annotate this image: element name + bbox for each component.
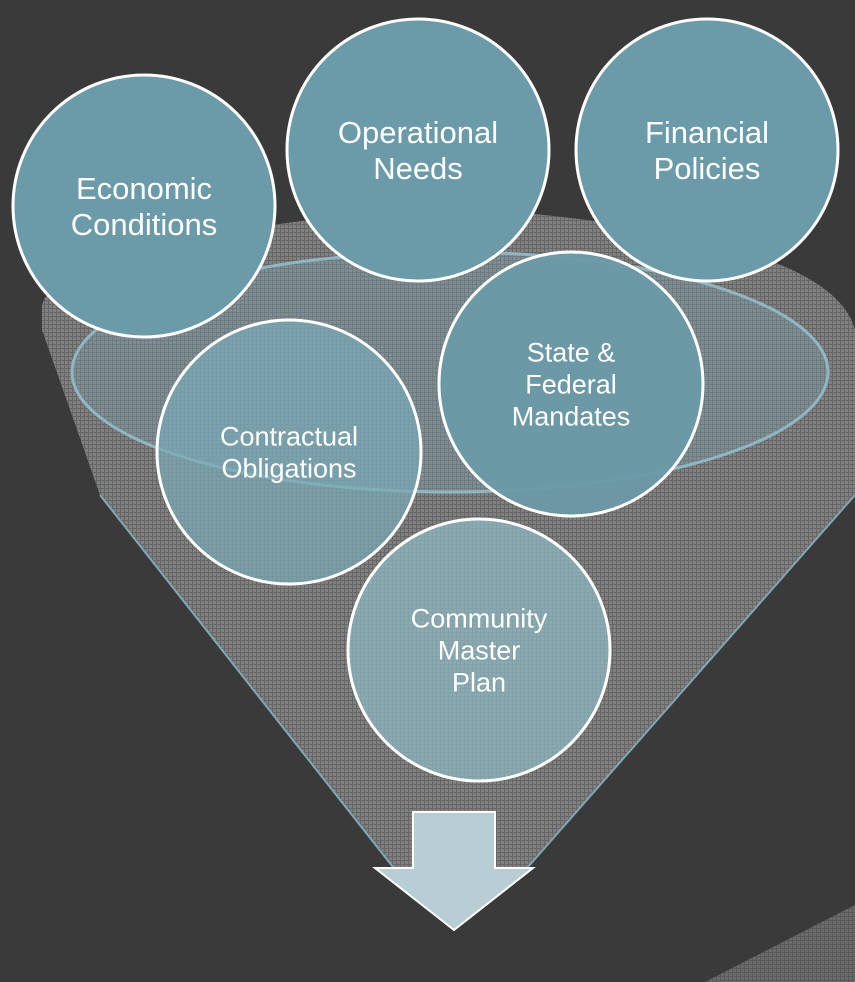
bubble-label-state-federal-mandates-line-0: State &: [527, 337, 616, 367]
bubble-label-contractual-obligations-line-0: Contractual: [220, 421, 358, 451]
bubble-label-financial-policies-line-1: Policies: [654, 151, 761, 186]
down-arrow: [372, 811, 536, 932]
bubble-layer: EconomicConditionsOperationalNeedsFinanc…: [11, 17, 840, 783]
bubble-label-financial-policies-line-0: Financial: [645, 115, 769, 150]
bubble-circle-community-master-plan: [346, 517, 612, 783]
bubble-label-community-master-plan-line-1: Master: [438, 635, 521, 665]
bubble-circle-financial-policies: [574, 17, 840, 283]
bubble-circle-economic-conditions: [11, 73, 277, 339]
bubble-label-state-federal-mandates-line-1: Federal: [525, 369, 617, 399]
bubble-circle-contractual-obligations: [155, 318, 423, 586]
corner-shadow: [705, 905, 855, 982]
bubble-label-community-master-plan-line-2: Plan: [452, 667, 506, 697]
bubble-label-economic-conditions-line-1: Conditions: [71, 207, 217, 242]
bubble-label-operational-needs-line-0: Operational: [338, 115, 498, 150]
bubble-label-state-federal-mandates-line-2: Mandates: [512, 401, 631, 431]
bubble-label-economic-conditions-line-0: Economic: [76, 171, 212, 206]
bubble-label-community-master-plan-line-0: Community: [411, 603, 548, 633]
bubble-circle-state-federal-mandates: [437, 250, 705, 518]
bubble-label-contractual-obligations-line-1: Obligations: [221, 453, 356, 483]
bubble-circle-operational-needs: [285, 17, 551, 283]
bubble-label-operational-needs-line-1: Needs: [373, 151, 463, 186]
